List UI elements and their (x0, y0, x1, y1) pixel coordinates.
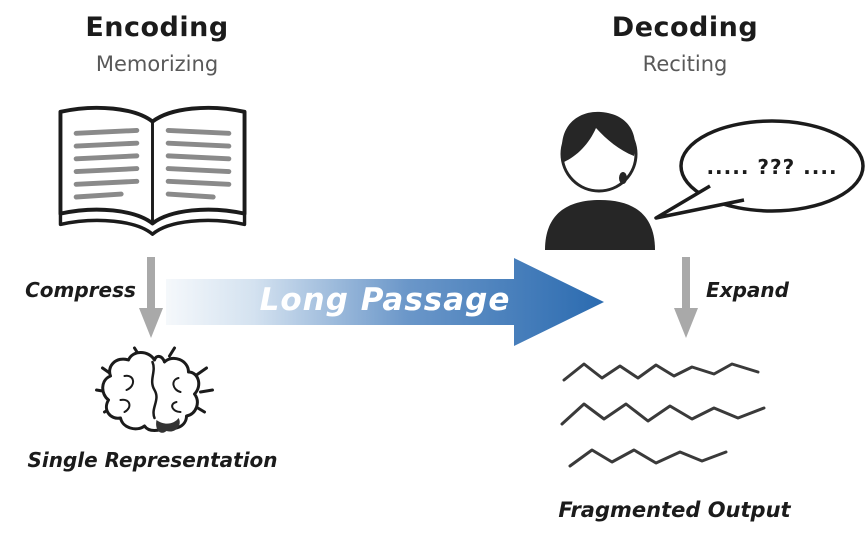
single-representation-caption: Single Representation (27, 448, 278, 472)
blue-right-arrow (166, 258, 604, 346)
person-speaking-icon (545, 111, 655, 250)
open-book-icon (58, 105, 247, 236)
compress-label: Compress (25, 278, 136, 302)
zigzag-lines-icon (560, 362, 766, 468)
decoding-title: Decoding (611, 12, 759, 43)
fragmented-output-caption: Fragmented Output (558, 498, 791, 522)
expand-label: Expand (706, 278, 789, 302)
speech-bubble-icon: ..... ??? .... (654, 119, 865, 220)
gray-down-arrow-icon (674, 257, 698, 338)
long-passage-label: Long Passage (259, 281, 511, 318)
encoding-title: Encoding (85, 12, 229, 43)
gray-down-arrow-icon (139, 257, 163, 338)
decoding-subtitle: Reciting (642, 52, 728, 76)
speech-bubble-text: ..... ??? .... (706, 155, 837, 179)
brain-icon (95, 346, 214, 433)
encoding-subtitle: Memorizing (95, 52, 219, 76)
